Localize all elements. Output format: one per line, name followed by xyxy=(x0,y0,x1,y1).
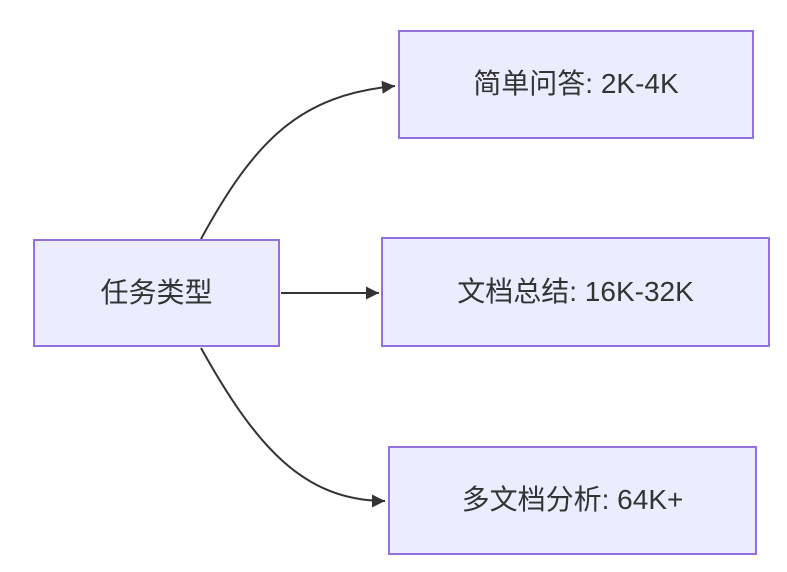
node-simple-qa: 简单问答: 2K-4K xyxy=(398,30,754,139)
edge-root-to-multi-doc xyxy=(200,347,386,508)
node-multi-doc-label: 多文档分析: 64K+ xyxy=(461,484,684,516)
node-multi-doc: 多文档分析: 64K+ xyxy=(388,446,757,555)
node-simple-qa-label: 简单问答: 2K-4K xyxy=(473,68,679,100)
edge-root-to-simple-qa xyxy=(200,80,396,240)
node-task-type-label: 任务类型 xyxy=(100,276,213,308)
node-doc-summary: 文档总结: 16K-32K xyxy=(381,237,770,347)
node-doc-summary-label: 文档总结: 16K-32K xyxy=(457,275,694,307)
node-task-type: 任务类型 xyxy=(33,239,280,347)
